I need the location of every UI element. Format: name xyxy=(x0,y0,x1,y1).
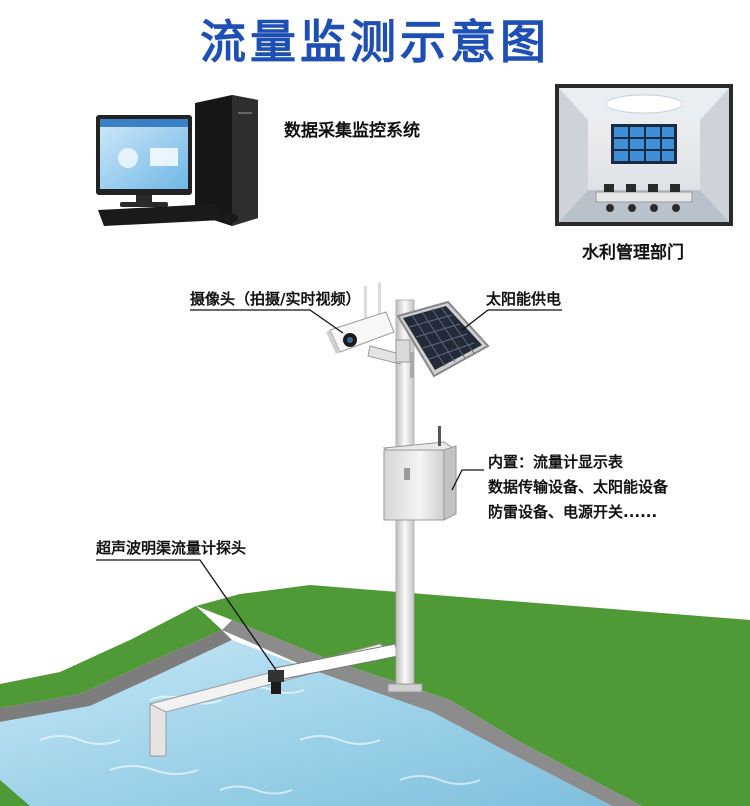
label-cabinet-line-2: 数据传输设备、太阳能设备 xyxy=(488,478,669,496)
label-camera: 摄像头（拍摄/实时视频） xyxy=(190,290,361,308)
label-data-system: 数据采集监控系统 xyxy=(284,121,420,141)
solar-panel-illustration xyxy=(396,300,490,378)
computer-illustration xyxy=(96,95,258,226)
label-ultrasonic-probe: 超声波明渠流量计探头 xyxy=(96,539,247,557)
label-solar-power: 太阳能供电 xyxy=(486,290,562,308)
control-room-illustration xyxy=(555,84,733,226)
label-cabinet-contents: 内置：流量计显示表 数据传输设备、太阳能设备 防雷设备、电源开关...... xyxy=(488,450,668,525)
label-cabinet-line-1: 内置：流量计显示表 xyxy=(488,453,624,471)
equipment-cabinet xyxy=(382,426,458,521)
canal-scene xyxy=(0,585,750,806)
label-cabinet-line-3: 防雷设备、电源开关...... xyxy=(488,503,658,521)
camera-illustration xyxy=(326,282,411,365)
label-water-department: 水利管理部门 xyxy=(582,243,684,263)
leader-lines xyxy=(96,309,562,671)
page-title: 流量监测示意图 xyxy=(200,15,550,69)
